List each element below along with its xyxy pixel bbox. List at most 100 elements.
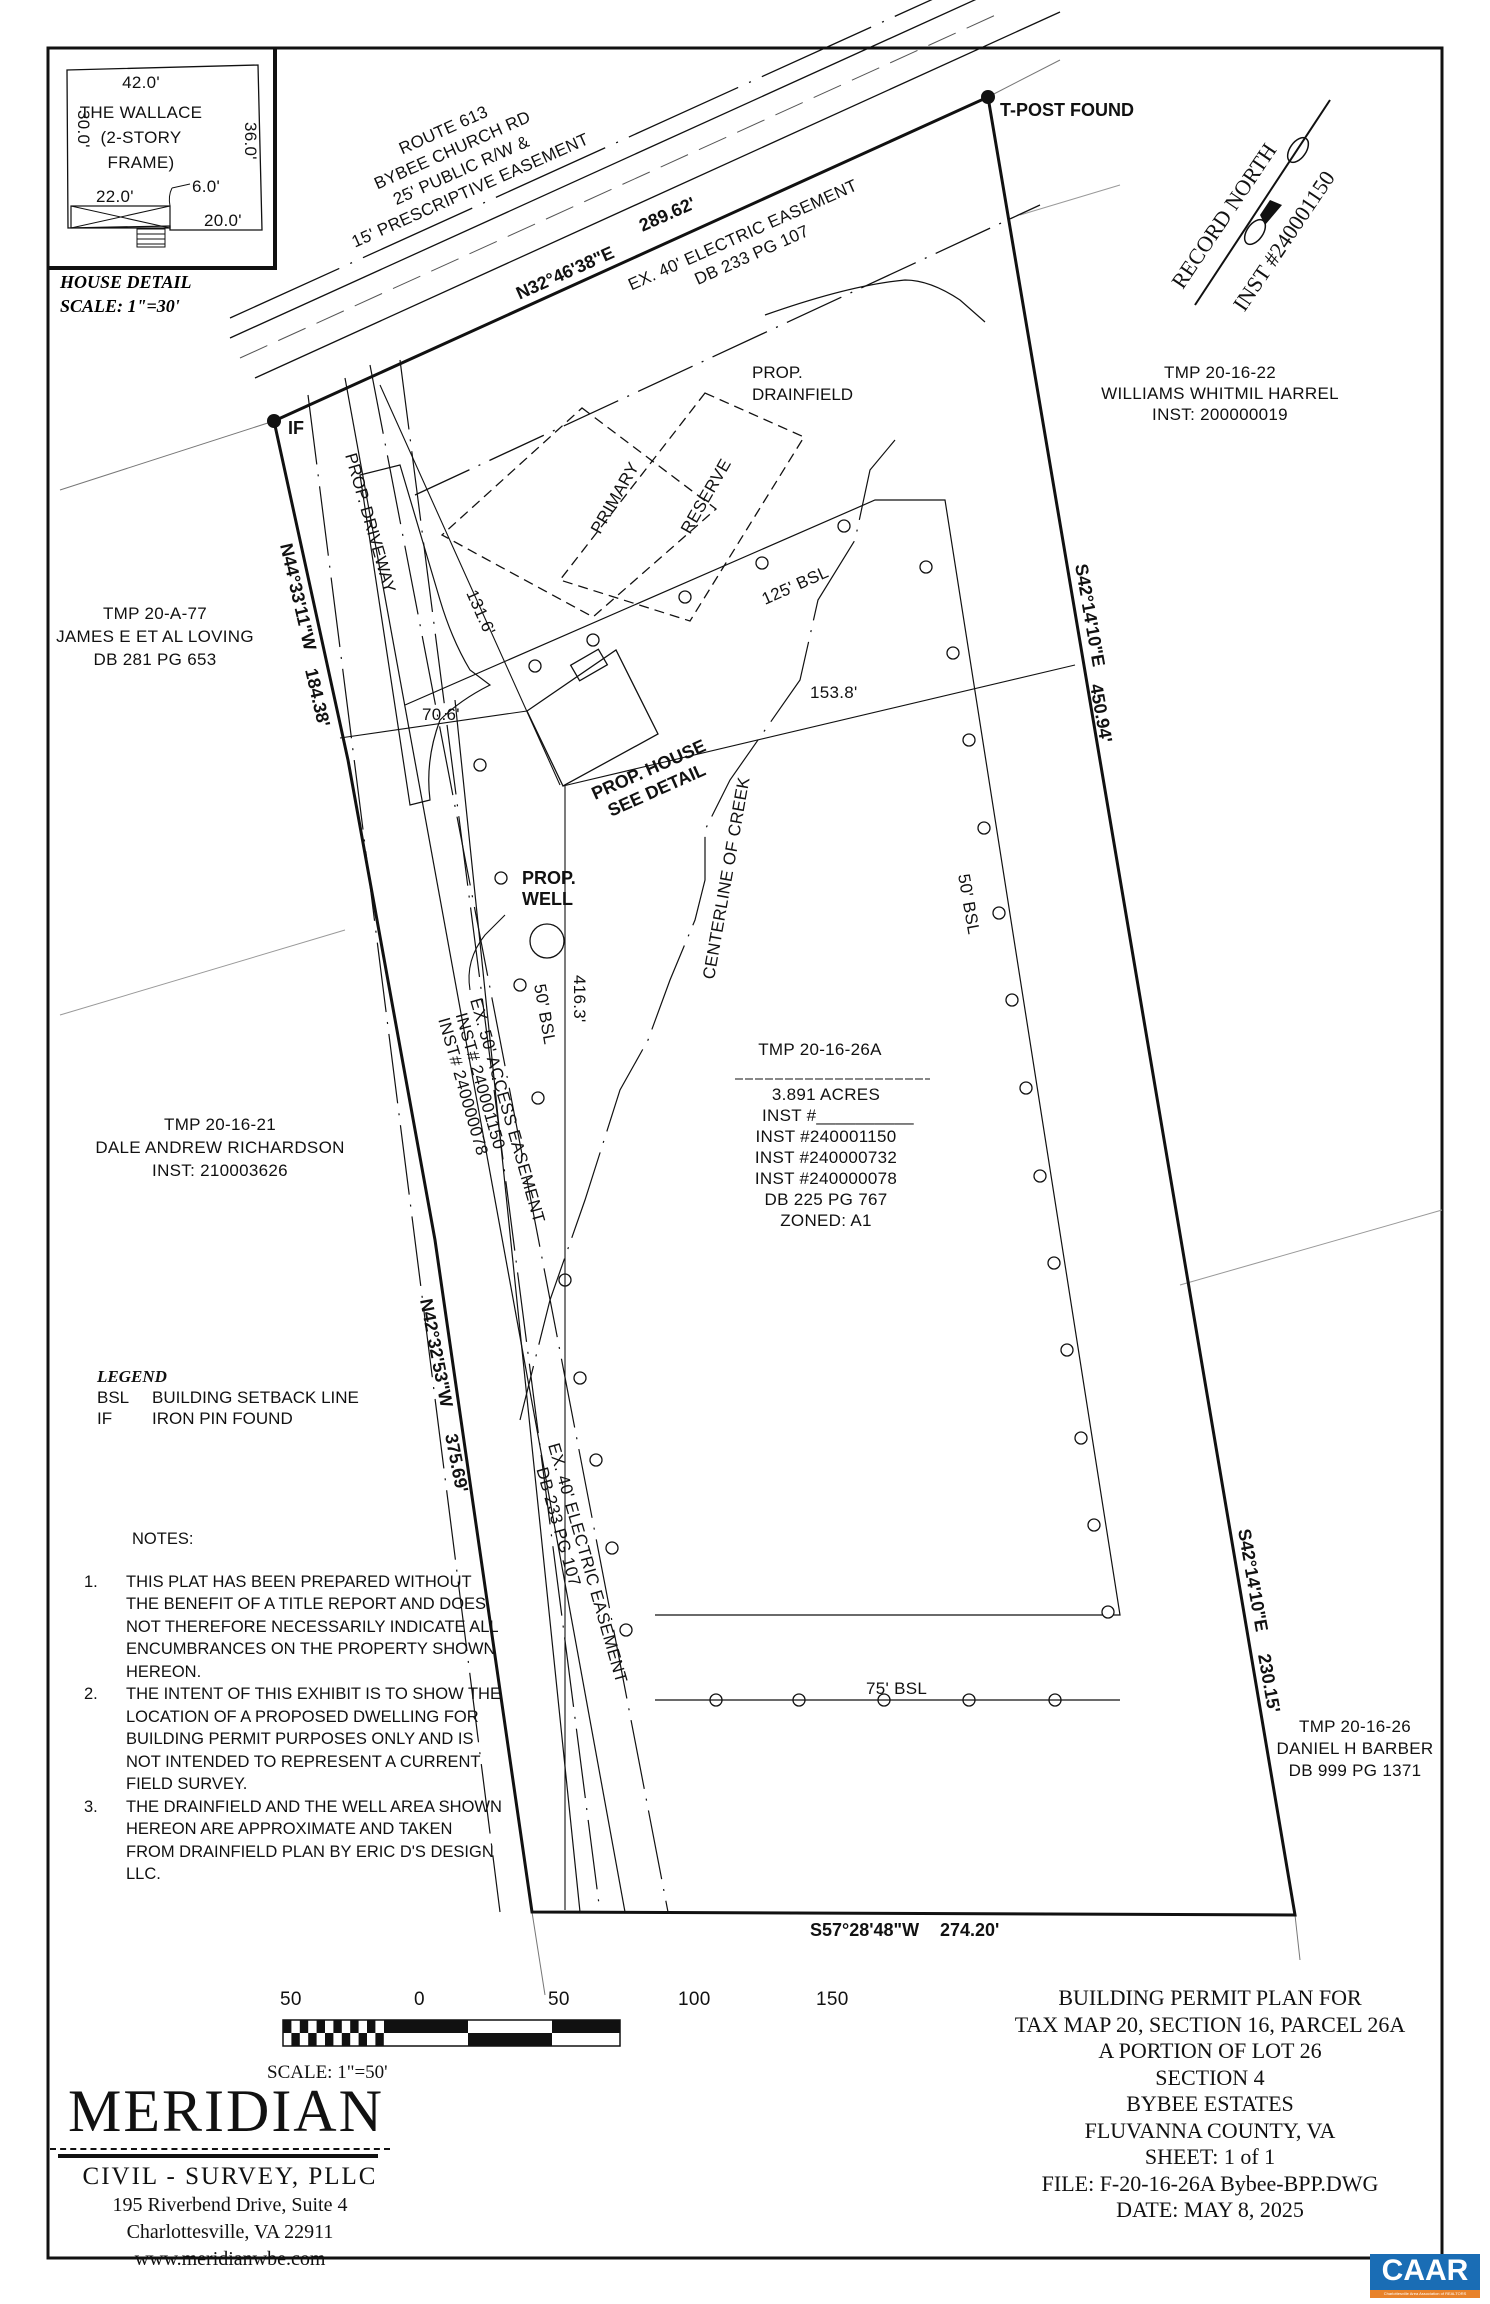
- dim-right: 36.0': [241, 122, 260, 160]
- title-line: A PORTION OF LOT 26: [1098, 2038, 1322, 2063]
- bsl-50-left-label: 50' BSL: [530, 982, 559, 1045]
- south-bearing: S57°28'48"W: [810, 1920, 919, 1940]
- svg-text:DALE ANDREW RICHARDSON: DALE ANDREW RICHARDSON: [95, 1138, 344, 1157]
- caar-badge: CAAR Charlottesville Area Association of…: [1370, 2254, 1480, 2298]
- electric-easement-low-label: EX. 40' ELECTRIC EASEMENT DB 233 PG 107: [532, 1441, 631, 1685]
- title-line: FLUVANNA COUNTY, VA: [1084, 2117, 1336, 2143]
- svg-text:INST #240001150: INST #240001150: [756, 1127, 897, 1146]
- house-name-1: THE WALLACE: [80, 103, 203, 122]
- bsl-50-right-label: 50' BSL: [954, 872, 983, 935]
- dim-porch-depth: 6.0': [192, 177, 220, 196]
- svg-text:DB 281 PG 653: DB 281 PG 653: [94, 650, 217, 669]
- dimension-lines: [339, 384, 1076, 1910]
- note-item: 2.THE INTENT OF THIS EXHIBIT IS TO SHOW …: [84, 1685, 501, 1793]
- svg-text:TMP 20-16-26A: TMP 20-16-26A: [758, 1040, 882, 1059]
- sheet-border: [46, 46, 1444, 2260]
- svg-text:INST: 210003626: INST: 210003626: [152, 1161, 288, 1180]
- svg-text:TMP 20-A-77: TMP 20-A-77: [103, 604, 207, 623]
- adjoiner-tmp-20-16-26: TMP 20-16-26 DANIEL H BARBER DB 999 PG 1…: [1277, 1717, 1434, 1780]
- svg-text:0: 0: [414, 1989, 425, 2010]
- creek-label: CENTERLINE OF CREEK: [699, 775, 753, 981]
- svg-text:TMP 20-16-21: TMP 20-16-21: [164, 1115, 276, 1134]
- title-line: SECTION 4: [1155, 2064, 1265, 2090]
- adjoiner-tmp-20-a-77: TMP 20-A-77 JAMES E ET AL LOVING DB 281 …: [56, 604, 254, 669]
- logo-solid-rule: [58, 2154, 378, 2158]
- svg-text:50: 50: [548, 1989, 570, 2010]
- proposed-house: [526, 648, 659, 787]
- svg-text:3.891 ACRES: 3.891 ACRES: [772, 1085, 880, 1104]
- drainfield-label-2: DRAINFIELD: [752, 385, 853, 404]
- svg-text:50: 50: [280, 1989, 302, 2010]
- svg-text:INST #240000078: INST #240000078: [755, 1169, 897, 1188]
- iron-pin-found-marker: [267, 414, 281, 428]
- company-name: MERIDIAN: [68, 2078, 384, 2144]
- adjoiner-tmp-20-16-21: TMP 20-16-21 DALE ANDREW RICHARDSON INST…: [95, 1115, 344, 1180]
- svg-text:150: 150: [816, 1989, 849, 2010]
- scale-label: SCALE: 1"=50': [267, 2062, 388, 2083]
- house-detail-scale: SCALE: 1"=30': [60, 296, 180, 316]
- tpost-found-marker: [981, 90, 995, 104]
- company-address-1: 195 Riverbend Drive, Suite 4: [112, 2194, 348, 2216]
- svg-text:ZONED: A1: ZONED: A1: [780, 1211, 872, 1230]
- well-label-1: PROP.: [522, 868, 576, 888]
- bsl-125-label: 125' BSL: [759, 562, 831, 608]
- driveway-outline: [359, 464, 492, 806]
- title-line: BYBEE ESTATES: [1126, 2091, 1294, 2116]
- subject-parcel-label: TMP 20-16-26A 3.891 ACRES INST #________…: [735, 1040, 930, 1230]
- reserve-label: RESERVE: [677, 456, 735, 537]
- sheet-number: SHEET: 1 of 1: [1144, 2144, 1276, 2169]
- proposed-well-symbol: [529, 923, 565, 959]
- drainfield-label-1: PROP.: [752, 363, 803, 382]
- dim-top: 42.0': [122, 73, 160, 92]
- note-item: 3.THE DRAINFIELD AND THE WELL AREA SHOWN…: [84, 1797, 502, 1884]
- title-block: BUILDING PERMIT PLAN FOR TAX MAP 20, SEC…: [950, 1985, 1470, 2224]
- house-detail-inset: 42.0' THE WALLACE (2-STORY FRAME) 30.0' …: [48, 48, 277, 270]
- house-detail-caption: HOUSE DETAIL: [59, 272, 192, 292]
- access-easement-label: EX. 50' ACCESS EASEMENT INST# 240001150 …: [434, 996, 548, 1225]
- dim-porch-width: 22.0': [96, 187, 134, 206]
- svg-text:INST #__________: INST #__________: [762, 1106, 914, 1125]
- caar-tagline: Charlottesville Area Association of REAL…: [1370, 2290, 1480, 2298]
- svg-text:WILLIAMS WHITMIL HARREL: WILLIAMS WHITMIL HARREL: [1101, 384, 1339, 403]
- adjoiner-tmp-20-16-22: TMP 20-16-22 WILLIAMS WHITMIL HARREL INS…: [1101, 363, 1339, 424]
- svg-text:DANIEL H BARBER: DANIEL H BARBER: [1277, 1739, 1434, 1758]
- svg-text:TMP 20-16-22: TMP 20-16-22: [1164, 363, 1276, 382]
- house-name-2: (2-STORY: [100, 128, 181, 147]
- dim-left: 30.0': [74, 110, 93, 148]
- dim-416-label: 416.3': [570, 975, 589, 1023]
- scale-bar: 50 0 50 100 150: [280, 1989, 849, 2047]
- creek-centerline: [519, 439, 896, 1421]
- well-label-2: WELL: [522, 889, 573, 909]
- if-label: IF: [288, 418, 304, 438]
- title-line: TAX MAP 20, SECTION 16, PARCEL 26A: [1014, 2011, 1406, 2037]
- dim-70-label: 70.6': [422, 705, 460, 724]
- west-lower-distance: 375.69': [441, 1432, 472, 1494]
- setback-lines: [404, 499, 1121, 1913]
- south-distance: 274.20': [940, 1920, 999, 1940]
- svg-text:TMP 20-16-26: TMP 20-16-26: [1299, 1717, 1411, 1736]
- svg-text:100: 100: [678, 1989, 711, 2010]
- house-name-3: FRAME): [108, 153, 175, 172]
- svg-text:DB 225 PG 767: DB 225 PG 767: [765, 1190, 888, 1209]
- notes-title: NOTES:: [132, 1530, 194, 1548]
- tpost-label: T-POST FOUND: [1000, 100, 1134, 120]
- company-logo: MERIDIAN CIVIL - SURVEY, PLLC 195 Riverb…: [50, 2080, 410, 2273]
- svg-text:JAMES E ET AL LOVING: JAMES E ET AL LOVING: [56, 627, 254, 646]
- note-item: 1.THIS PLAT HAS BEEN PREPARED WITHOUT TH…: [84, 1572, 498, 1681]
- notes: NOTES: 1.THIS PLAT HAS BEEN PREPARED WIT…: [84, 1528, 504, 1886]
- company-website[interactable]: www.meridianwbe.com: [134, 2248, 326, 2270]
- caar-label: CAAR: [1381, 2254, 1469, 2287]
- bsl-markers: [473, 519, 1115, 1707]
- svg-text:INST: 200000019: INST: 200000019: [1152, 405, 1288, 424]
- dim-right-bottom: 20.0': [204, 211, 242, 230]
- svg-text:INST #240000732: INST #240000732: [755, 1148, 897, 1167]
- record-north-arrow: RECORD NORTH INST #240001150: [1166, 99, 1340, 315]
- svg-text:EX. 40' ELECTRIC EASEMENT: EX. 40' ELECTRIC EASEMENT: [544, 1441, 631, 1685]
- dim-131-label: 131.6': [462, 587, 499, 638]
- svg-text:DB 999 PG 1371: DB 999 PG 1371: [1289, 1761, 1422, 1780]
- file-name: FILE: F-20-16-26A Bybee-BPP.DWG: [1041, 2170, 1379, 2196]
